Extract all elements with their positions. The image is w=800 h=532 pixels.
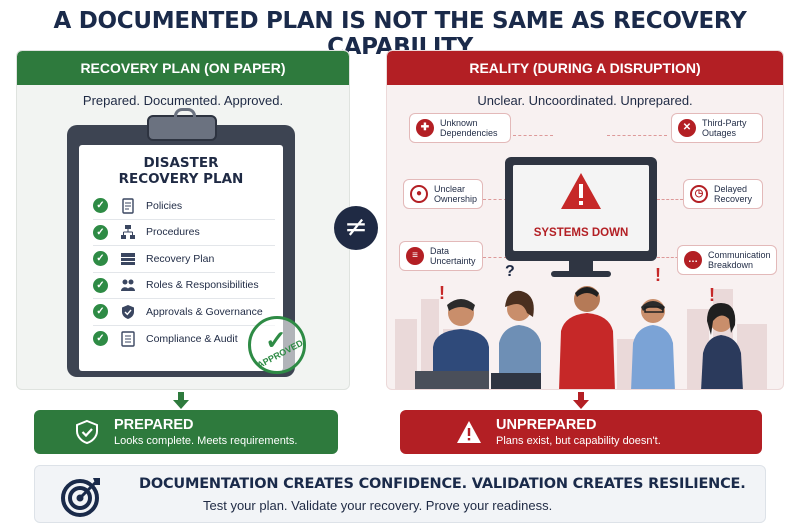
flowchart-icon <box>121 225 135 240</box>
checklist-icon <box>121 331 135 347</box>
callout-unclear-ownership: ● Unclear Ownership <box>403 179 483 209</box>
callout-label: Unclear Ownership <box>434 184 478 204</box>
recovery-plan-panel: RECOVERY PLAN (ON PAPER) Prepared. Docum… <box>16 50 350 390</box>
chat-icon: … <box>684 251 702 269</box>
check-icon: ✓ <box>93 251 108 267</box>
recovery-plan-header: RECOVERY PLAN (ON PAPER) <box>17 51 349 85</box>
unprepared-result-bar: UNPREPARED Plans exist, but capability d… <box>400 410 762 454</box>
reality-header: REALITY (DURING A DISRUPTION) <box>387 51 783 85</box>
shield-check-icon <box>76 419 98 445</box>
not-equal-icon: ≠ <box>334 206 378 250</box>
clock-icon: ◷ <box>690 185 708 203</box>
reality-panel: REALITY (DURING A DISRUPTION) Unclear. U… <box>386 50 784 390</box>
server-icon <box>121 252 135 265</box>
key-message-banner: DOCUMENTATION CREATES CONFIDENCE. VALIDA… <box>34 465 766 523</box>
unprepared-title: UNPREPARED <box>496 416 597 433</box>
systems-down-text: SYSTEMS DOWN <box>533 227 629 239</box>
checklist-label: Policies <box>146 199 183 212</box>
monitor-base <box>551 271 611 277</box>
connector-line <box>657 257 683 258</box>
callout-communication-breakdown: … Communication Breakdown <box>677 245 777 275</box>
plan-checklist: ✓ Policies ✓ Procedures ✓ Recovery Plan … <box>93 193 275 352</box>
banner-title: DOCUMENTATION CREATES CONFIDENCE. VALIDA… <box>139 476 746 492</box>
connector-line <box>483 199 507 200</box>
database-icon: ≡ <box>406 247 424 265</box>
warning-triangle-icon <box>561 173 601 209</box>
check-icon: ✓ <box>93 198 108 214</box>
exclamation-icon: ! <box>655 265 661 285</box>
callout-label: Unknown Dependencies <box>440 118 498 138</box>
exclamation-icon: ! <box>709 285 715 305</box>
callout-delayed-recovery: ◷ Delayed Recovery <box>683 179 763 209</box>
checklist-label: Approvals & Governance <box>146 305 263 318</box>
checklist-item: ✓ Roles & Responsibilities <box>93 273 275 299</box>
checklist-item: ✓ Compliance & Audit <box>93 326 275 353</box>
question-mark-icon: ? <box>505 263 515 280</box>
prepared-result-bar: PREPARED Looks complete. Meets requireme… <box>34 410 338 454</box>
checklist-item: ✓ Recovery Plan <box>93 246 275 273</box>
prepared-subtitle: Looks complete. Meets requirements. <box>114 434 298 447</box>
connector-line <box>607 135 667 136</box>
prepared-title: PREPARED <box>114 416 194 433</box>
callout-label: Delayed Recovery <box>714 184 753 204</box>
arrow-down-red-icon <box>573 392 589 409</box>
shield-icon <box>122 304 134 319</box>
stressed-team-illustration <box>415 286 743 389</box>
warning-triangle-icon <box>457 421 481 443</box>
unprepared-subtitle: Plans exist, but capability doesn't. <box>496 434 661 447</box>
monitor-stand <box>569 261 593 273</box>
recovery-plan-subtitle: Prepared. Documented. Approved. <box>82 93 284 108</box>
checklist-item: ✓ Policies <box>93 193 275 220</box>
puzzle-icon: ✚ <box>416 119 434 137</box>
document-title-line1: DISASTER <box>143 155 219 171</box>
connector-line <box>513 135 553 136</box>
monitor-screen: SYSTEMS DOWN <box>513 165 649 251</box>
page-title: A DOCUMENTED PLAN IS NOT THE SAME AS REC… <box>53 8 747 60</box>
connector-line <box>483 257 507 258</box>
monitor-illustration: SYSTEMS DOWN <box>505 157 657 277</box>
stamp-check-icon: ✓ <box>265 325 287 355</box>
connector-line <box>657 199 683 200</box>
approved-stamp: ✓ APPROVED <box>248 316 306 374</box>
callout-third-party-outages: ✕ Third-Party Outages <box>671 113 763 143</box>
callout-unknown-dependencies: ✚ Unknown Dependencies <box>409 113 511 143</box>
reality-subtitle: Unclear. Uncoordinated. Unprepared. <box>477 93 693 108</box>
document-title: DISASTER RECOVERY PLAN <box>79 155 283 187</box>
banner-subtitle: Test your plan. Validate your recovery. … <box>203 498 553 513</box>
callout-label: Data Uncertainty <box>430 246 476 266</box>
person-icon: ● <box>410 185 428 203</box>
plan-document: DISASTER RECOVERY PLAN ✓ Policies ✓ Proc… <box>79 145 283 371</box>
checklist-item: ✓ Approvals & Governance <box>93 299 275 326</box>
checklist-item: ✓ Procedures <box>93 220 275 246</box>
arrow-down-green-icon <box>173 392 189 409</box>
checklist-label: Procedures <box>146 226 200 239</box>
target-icon <box>61 478 100 517</box>
callout-label: Third-Party Outages <box>702 118 747 138</box>
callout-label: Communication Breakdown <box>708 250 771 270</box>
document-title-line2: RECOVERY PLAN <box>118 171 244 187</box>
clipboard-illustration: DISASTER RECOVERY PLAN ✓ Policies ✓ Proc… <box>67 108 295 377</box>
exclamation-icon: ! <box>439 283 445 303</box>
check-icon: ✓ <box>93 331 108 347</box>
checklist-label: Compliance & Audit <box>146 332 238 345</box>
cloud-error-icon: ✕ <box>678 119 696 137</box>
checklist-label: Recovery Plan <box>146 252 215 265</box>
people-icon <box>121 279 135 292</box>
checklist-label: Roles & Responsibilities <box>146 279 259 292</box>
callout-data-uncertainty: ≡ Data Uncertainty <box>399 241 483 271</box>
check-icon: ✓ <box>93 277 108 293</box>
document-icon <box>122 198 134 214</box>
check-icon: ✓ <box>93 224 108 240</box>
clipboard-clip-icon <box>147 108 217 141</box>
check-icon: ✓ <box>93 304 108 320</box>
